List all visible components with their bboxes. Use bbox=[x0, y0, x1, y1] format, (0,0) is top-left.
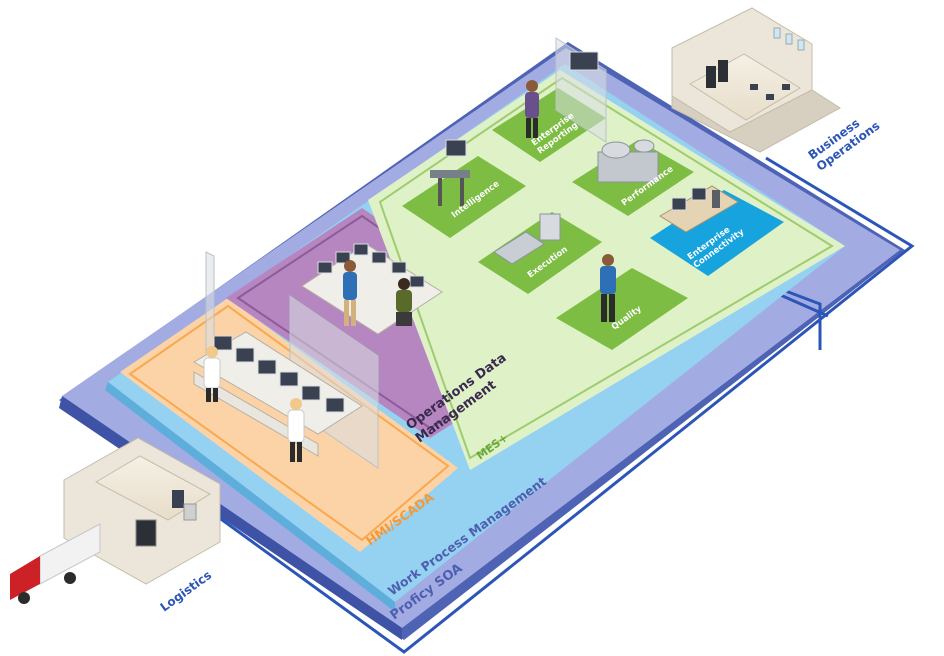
logistics-building bbox=[63, 437, 221, 585]
ops-data-room bbox=[301, 243, 443, 335]
tile-enterprise-connectivity[interactable] bbox=[650, 190, 784, 276]
truck bbox=[10, 523, 101, 604]
reporting-presenter bbox=[525, 51, 599, 138]
quality-inspector bbox=[600, 254, 616, 322]
performance-machine bbox=[597, 139, 659, 183]
execution-servers bbox=[493, 213, 561, 265]
intelligence-workstation bbox=[430, 139, 470, 206]
hmi-control-room bbox=[193, 331, 363, 462]
operator-ops-1 bbox=[343, 260, 357, 326]
operator-ops-2 bbox=[396, 278, 412, 326]
hmi-monitors bbox=[213, 335, 345, 413]
tile-execution[interactable] bbox=[478, 212, 602, 294]
operator-hmi-1 bbox=[203, 346, 221, 402]
connectivity-workstation bbox=[659, 185, 739, 233]
label-logistics: Logistics bbox=[158, 568, 215, 615]
operator-hmi-2 bbox=[287, 398, 305, 462]
business-operations-building bbox=[671, 7, 841, 153]
tile-quality[interactable] bbox=[556, 268, 688, 350]
mes-equipment bbox=[430, 51, 739, 322]
